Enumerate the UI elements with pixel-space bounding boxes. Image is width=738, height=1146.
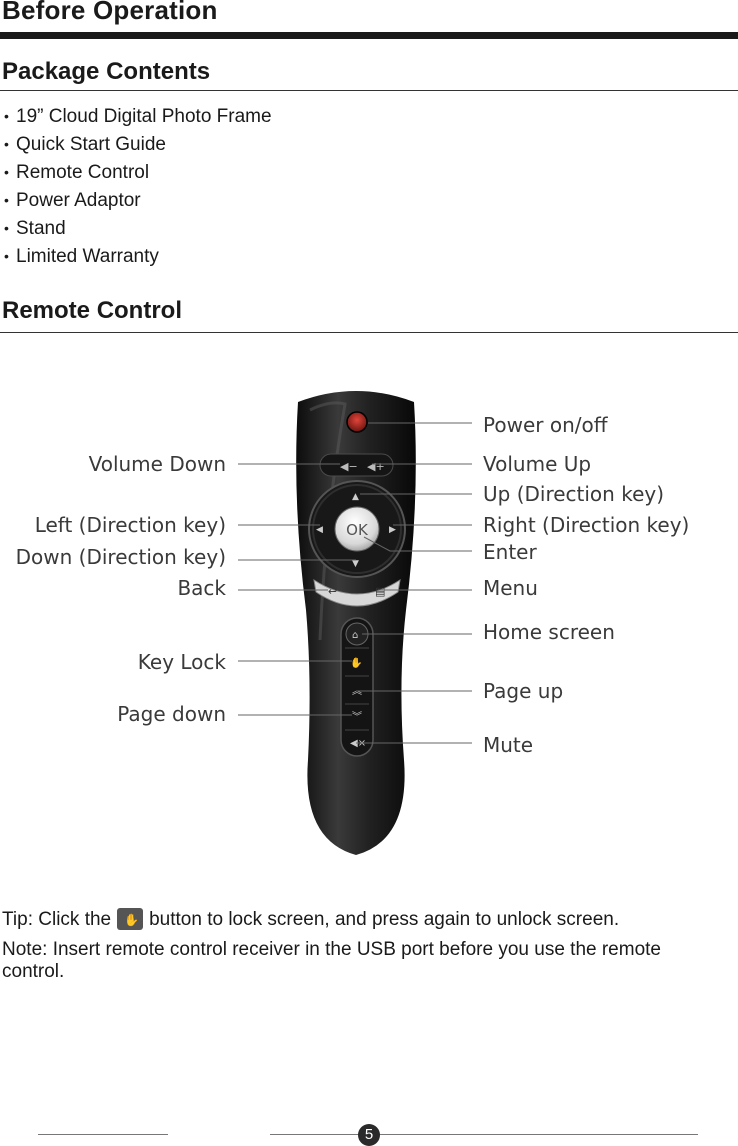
power-button[interactable] [346,411,368,433]
remote-control-heading: Remote Control [2,297,182,324]
title-rule [0,32,738,39]
label-page-down: Page down [117,702,226,726]
footer-rule-right [270,1134,698,1135]
page-down-icon[interactable]: ︾ [352,711,362,723]
volume-bar [319,453,394,477]
down-arrow-icon[interactable]: ▼ [352,559,359,569]
list-item: 19” Cloud Digital Photo Frame [4,104,272,132]
list-item: Stand [4,216,272,244]
key-lock-icon: ✋ [117,908,144,930]
remote-diagram: ◀− ◀+ ▲ ▼ ◀ ▶ OK ↩ ▤ ⌂ ✋ ︽ ︾ ◀× Volum [16,391,689,855]
label-power: Power on/off [483,413,609,437]
back-icon[interactable]: ↩ [328,585,337,598]
label-enter: Enter [483,540,537,564]
home-icon: ⌂ [352,630,358,641]
label-up-direction: Up (Direction key) [483,482,664,506]
left-arrow-icon[interactable]: ◀ [316,525,323,535]
label-right-direction: Right (Direction key) [483,513,689,537]
package-list: 19” Cloud Digital Photo Frame Quick Star… [4,104,272,272]
volume-up-icon[interactable]: ◀+ [367,460,385,473]
label-back: Back [177,576,226,600]
tip-suffix: button to lock screen, and press again t… [149,909,620,930]
label-home-screen: Home screen [483,620,615,644]
package-rule [0,90,738,91]
remote-rule [0,332,738,333]
page-title: Before Operation [2,0,218,25]
label-key-lock: Key Lock [138,650,227,674]
ok-label: OK [346,521,369,539]
tip-prefix: Tip: Click the [2,909,112,930]
up-arrow-icon[interactable]: ▲ [352,492,359,502]
svg-text:✋: ✋ [124,913,139,927]
label-down-direction: Down (Direction key) [16,545,226,569]
list-item: Remote Control [4,160,272,188]
label-page-up: Page up [483,679,563,703]
tip-text: Tip: Click the ✋ button to lock screen, an… [2,908,619,931]
package-contents-heading: Package Contents [2,58,211,85]
label-mute: Mute [483,733,533,757]
button-strip [340,617,374,757]
footer-rule-left [38,1134,168,1135]
ok-button[interactable] [334,506,380,552]
list-item: Quick Start Guide [4,132,272,160]
key-lock-icon[interactable]: ✋ [350,656,362,669]
volume-down-icon[interactable]: ◀− [340,460,358,473]
page-number: 5 [358,1124,380,1146]
back-menu-bar [313,578,401,607]
note-text: Note: Insert remote control receiver in … [2,939,661,982]
list-item: Limited Warranty [4,244,272,272]
right-arrow-icon[interactable]: ▶ [389,525,396,535]
label-volume-up: Volume Up [483,452,591,476]
menu-icon[interactable]: ▤ [375,585,385,598]
label-menu: Menu [483,576,538,600]
label-volume-down: Volume Down [89,452,226,476]
label-left-direction: Left (Direction key) [35,513,226,537]
list-item: Power Adaptor [4,188,272,216]
